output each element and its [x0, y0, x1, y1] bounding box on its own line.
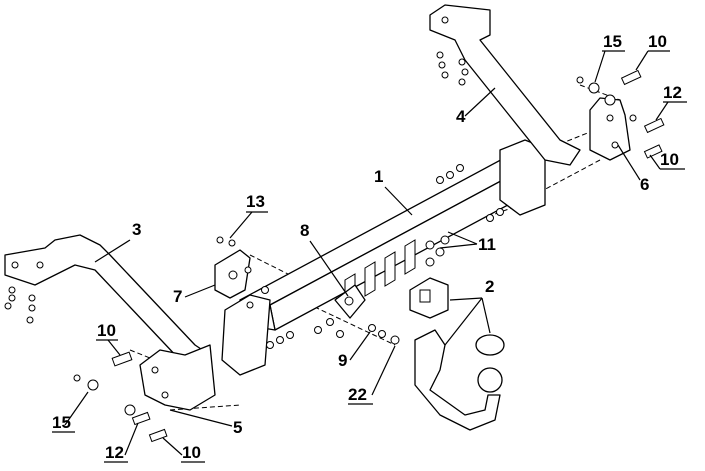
callout-9: 9: [338, 351, 347, 370]
left-small-bracket: [214, 249, 251, 299]
callout-5: 5: [233, 418, 242, 437]
callout-2: 2: [485, 277, 494, 296]
right-side-arm: [429, 4, 581, 166]
callout-12-right: 12: [663, 83, 682, 102]
callout-10-right: 10: [660, 150, 679, 169]
callout-15-right: 15: [603, 32, 622, 51]
main-cross-beam: [221, 139, 549, 376]
callout-13: 13: [246, 192, 265, 211]
right-end-plate: [589, 97, 631, 161]
callout-8: 8: [300, 221, 309, 240]
callout-22: 22: [348, 385, 367, 404]
callout-7: 7: [173, 287, 182, 306]
callout-11: 11: [478, 235, 496, 254]
tow-ball-assembly: [409, 277, 505, 431]
callout-10-top-right: 10: [648, 32, 667, 51]
fasteners: [4, 51, 665, 443]
callout-15-left: 15: [52, 413, 71, 432]
callout-3: 3: [132, 220, 141, 239]
callout-10-bottom: 10: [182, 443, 201, 462]
callout-1: 1: [374, 167, 383, 186]
left-end-plate: [139, 344, 216, 411]
center-bracket: [334, 284, 366, 319]
callout-6: 6: [640, 175, 649, 194]
callouts: 1 2 3 4 5 6 7 8 9 10 10 10: [52, 32, 687, 463]
callout-12-left: 12: [105, 443, 124, 462]
callout-10-left: 10: [97, 321, 116, 340]
callout-4: 4: [456, 107, 466, 126]
